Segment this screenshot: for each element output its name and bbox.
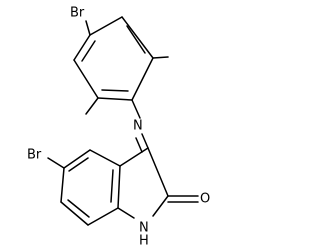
bond — [85, 97, 99, 115]
bond — [81, 40, 96, 62]
bond — [152, 195, 169, 217]
atom-br-top: Br — [70, 6, 85, 21]
bond — [101, 89, 129, 92]
bond — [147, 147, 169, 197]
atom-nh-n: N — [139, 221, 149, 236]
bond — [152, 56, 169, 59]
bond — [73, 59, 99, 99]
bond — [117, 165, 121, 209]
bond — [67, 199, 90, 218]
bond — [89, 149, 121, 167]
atom-n-imine: N — [133, 119, 143, 134]
bond — [117, 207, 135, 219]
bond — [131, 57, 154, 101]
bond — [126, 25, 146, 54]
bond — [87, 207, 119, 226]
atom-br-left: Br — [27, 148, 42, 163]
bond — [119, 147, 149, 167]
bond — [85, 20, 91, 36]
bond — [110, 169, 114, 203]
bond — [63, 149, 91, 169]
bond — [121, 16, 154, 59]
bond — [89, 16, 123, 36]
bond — [73, 34, 91, 61]
bond — [97, 97, 133, 101]
bonds — [47, 16, 199, 226]
atom-o-carbonyl: O — [200, 192, 210, 207]
bond — [135, 137, 143, 153]
bond — [141, 133, 149, 149]
atom-nh-h: H — [139, 234, 149, 249]
bond — [60, 167, 65, 203]
bond — [47, 157, 65, 169]
molecule-structure: Br N Br O N H — [27, 6, 210, 249]
bond — [68, 157, 89, 172]
atom-labels: Br N Br O N H — [27, 6, 210, 249]
bond — [131, 99, 141, 119]
bond — [60, 201, 89, 226]
